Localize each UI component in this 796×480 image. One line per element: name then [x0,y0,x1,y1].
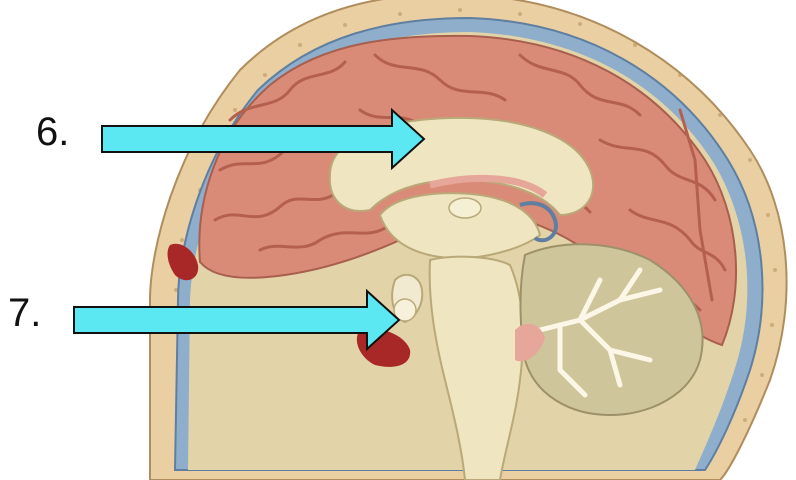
fourth-ventricle [515,323,545,362]
arrow-7 [73,288,401,352]
thalamus [378,192,542,260]
arrow-6 [101,107,426,171]
interthalamic-adhesion [448,197,482,219]
label-7: 7. [8,291,42,335]
great-cerebral-vein [519,201,558,243]
brainstem [428,255,524,480]
fornix [429,174,548,198]
arbor-vitae [537,267,663,398]
pituitary-gland [393,298,417,322]
label-6: 6. [36,110,70,154]
cerebrum [198,34,738,347]
sinus-frontal [167,243,199,281]
